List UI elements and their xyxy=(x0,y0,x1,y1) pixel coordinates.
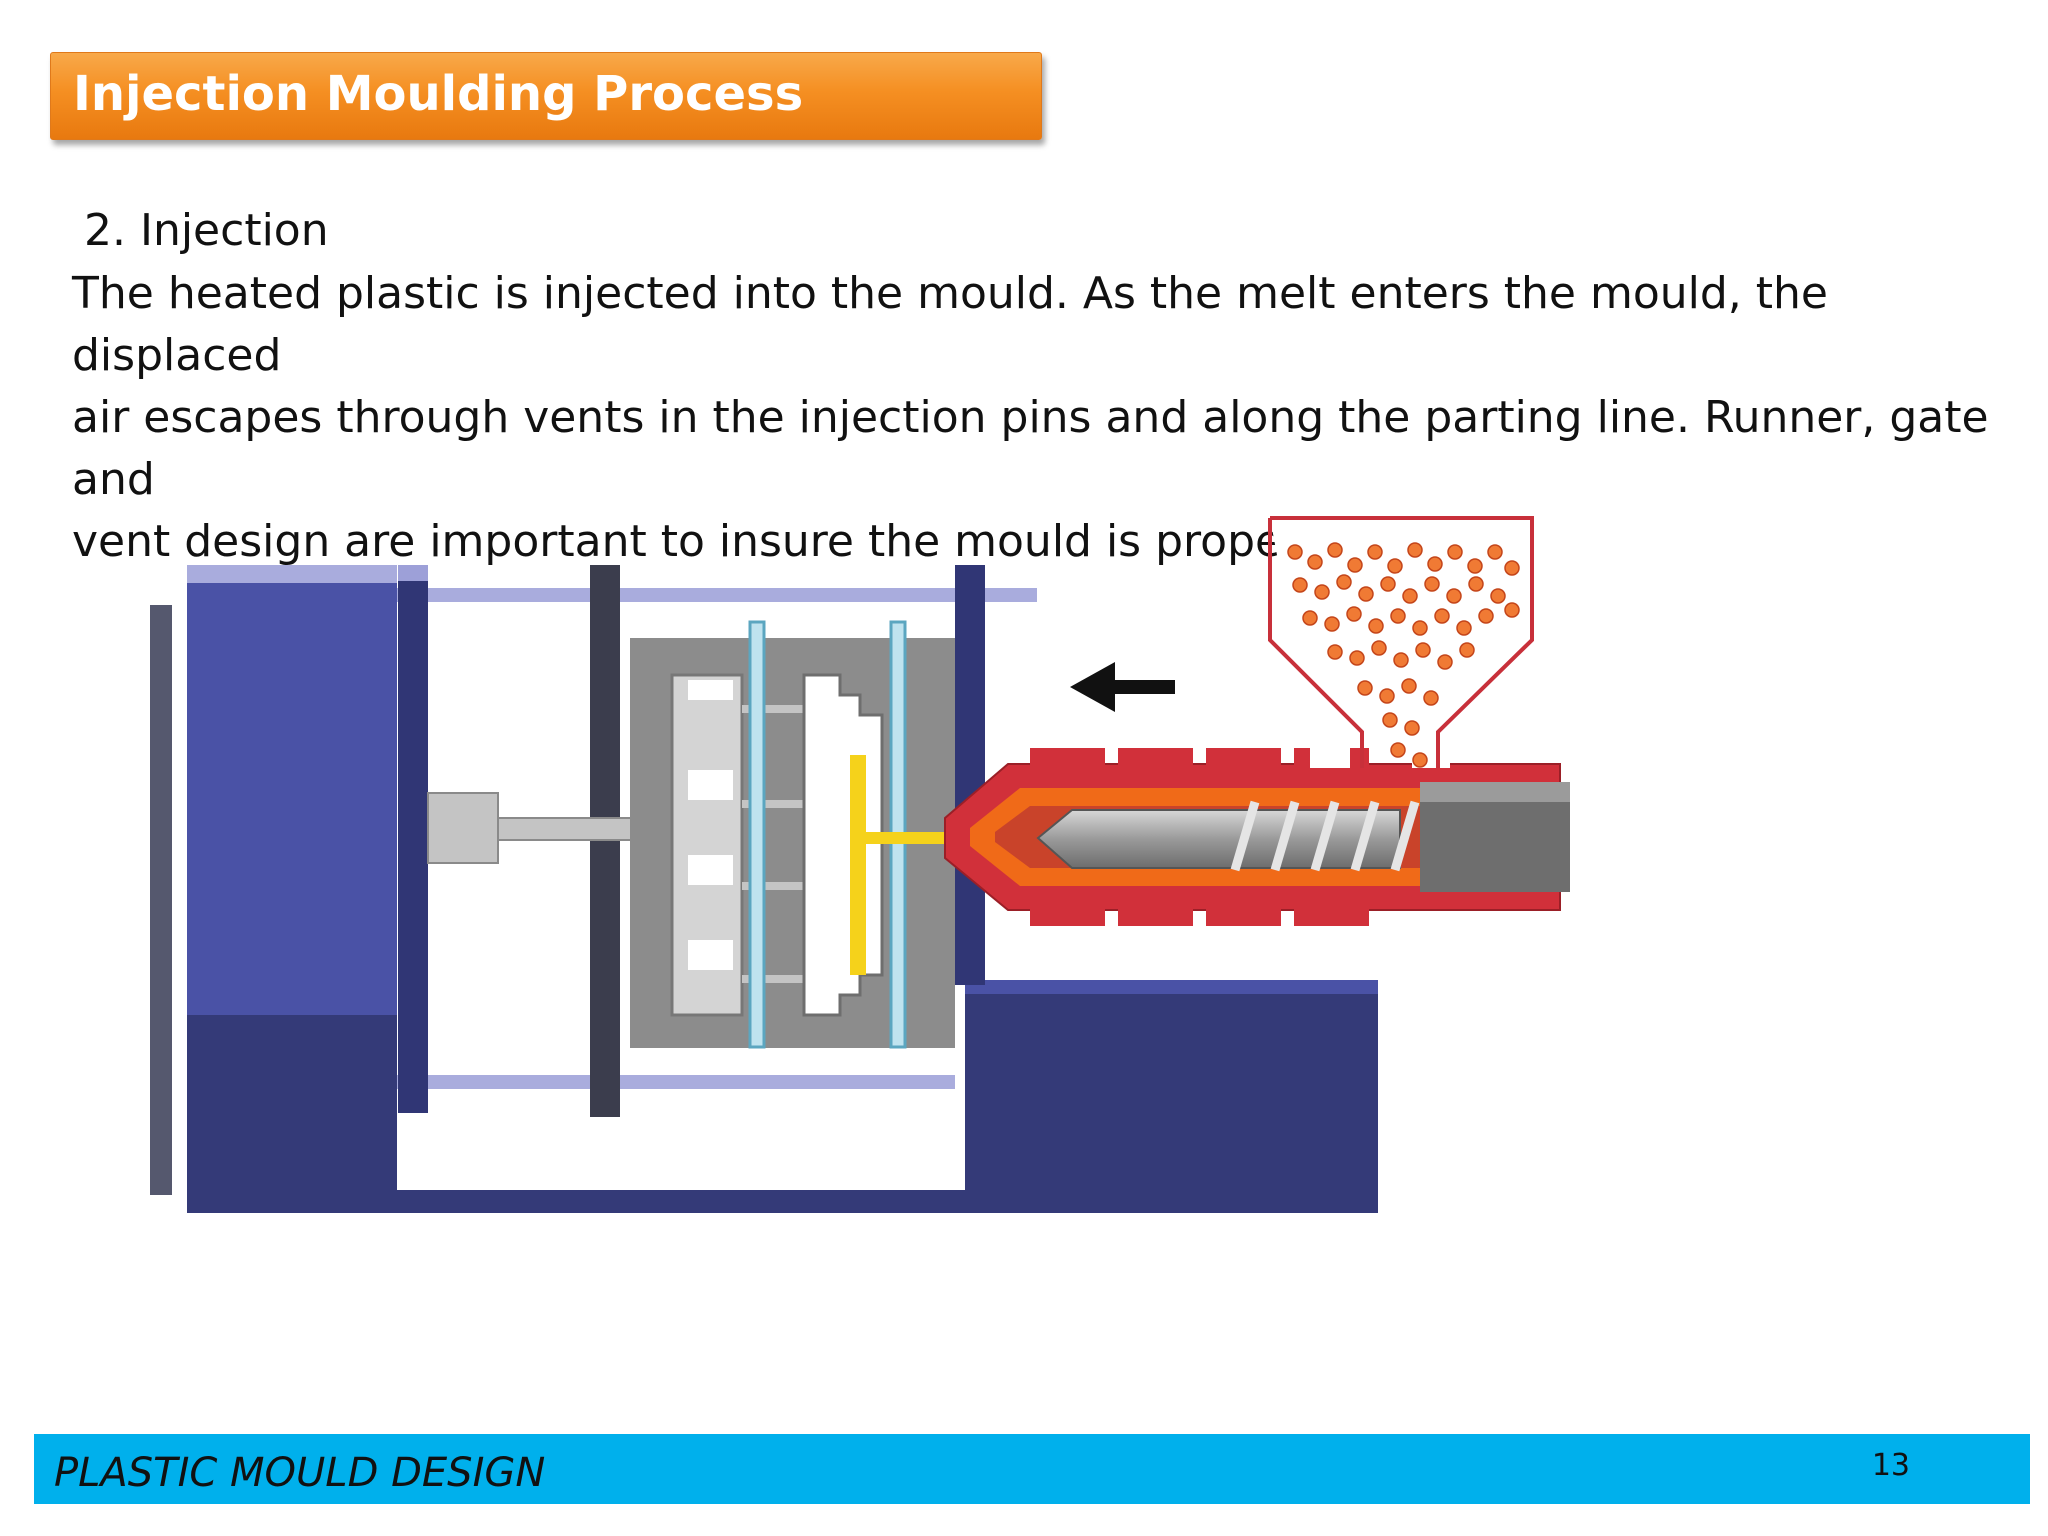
slide-title: Injection Moulding Process xyxy=(73,66,804,122)
body-line: vent design are important to insure the … xyxy=(72,516,1474,567)
page-number: 13 xyxy=(1871,1448,1910,1483)
body-line: The heated plastic is injected into the … xyxy=(72,268,1828,381)
body-paragraph: The heated plastic is injected into the … xyxy=(72,263,2012,573)
footer-label: PLASTIC MOULD DESIGN xyxy=(54,1450,546,1496)
footer-bar: PLASTIC MOULD DESIGN 13 xyxy=(34,1434,2030,1504)
plastic-pellets xyxy=(1287,542,1520,768)
hopper xyxy=(1268,516,1534,768)
screw xyxy=(1036,782,1570,892)
body-line: air escapes through vents in the injecti… xyxy=(72,392,1989,505)
title-banner: Injection Moulding Process xyxy=(50,52,1042,140)
section-subheading: 2. Injection xyxy=(84,205,329,256)
machine-base xyxy=(150,565,1378,1213)
tie-bars xyxy=(397,588,1037,1089)
injection-moulding-diagram xyxy=(150,516,1570,1213)
direction-arrow-icon xyxy=(1070,662,1175,712)
